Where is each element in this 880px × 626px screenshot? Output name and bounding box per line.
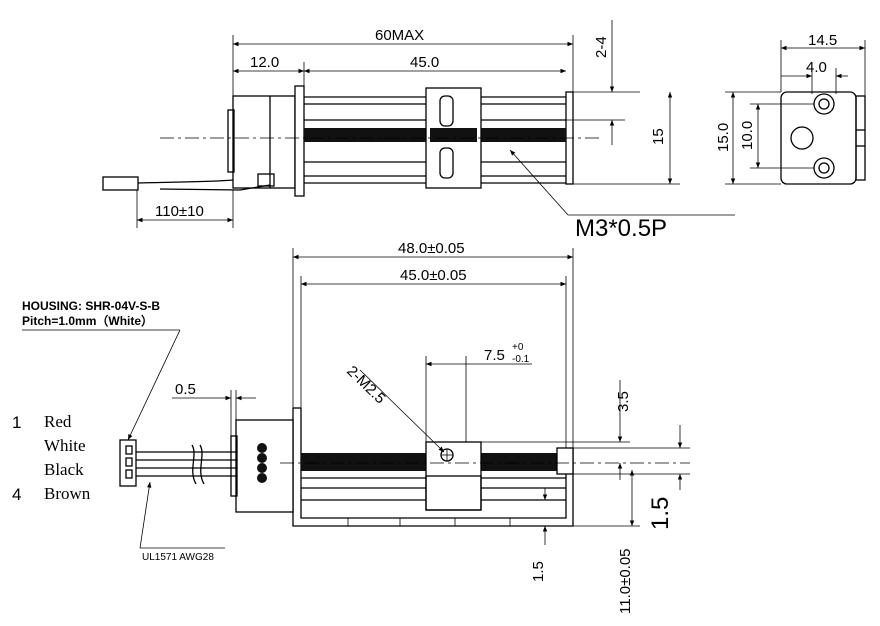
- dim-cable-length: 110±10: [155, 203, 204, 220]
- dim-frame-length: 48.0±0.05: [398, 240, 465, 257]
- dim-end-inner: 10.0: [739, 121, 756, 150]
- wire-brown: Brown: [44, 484, 91, 503]
- end-view: 14.5 4.0 15.0 10.0: [715, 32, 866, 185]
- tol-plus: +0: [512, 342, 524, 353]
- dim-overall-length: 60MAX: [375, 27, 424, 44]
- housing-note: HOUSING: SHR-04V-S-B: [22, 299, 160, 313]
- mount-plate-left: [294, 85, 305, 197]
- cable-spec: UL1571 AWG28: [142, 552, 214, 563]
- dim-bottom-a: 1.5: [530, 561, 547, 582]
- dim-gap: 0.5: [175, 381, 196, 398]
- thread-callout: M3*0.5P: [575, 215, 667, 242]
- top-view: 60MAX 12.0 45.0 2-4 15 110±10 M3*0.5P: [102, 20, 735, 242]
- end-body: [780, 91, 857, 185]
- pitch-note: Pitch=1.0mm（White）: [22, 313, 153, 328]
- dim-slider-width: 7.5: [484, 347, 505, 364]
- wire-white: White: [44, 436, 86, 455]
- front-view: 48.0±0.05 45.0±0.05 7.5 +0 -0.1 2-M2.5 0…: [119, 240, 690, 614]
- wire-red: Red: [44, 412, 72, 431]
- hole-callout: 2-M2.5: [343, 363, 388, 408]
- dim-right-b: 1.5: [647, 497, 674, 530]
- dim-end-outer: 15.0: [715, 123, 732, 152]
- wire-black: Black: [44, 460, 84, 479]
- dim-bottom-b: 11.0±0.05: [617, 548, 634, 614]
- dim-end-hole: 4.0: [806, 59, 827, 76]
- dim-offset: 2-4: [593, 36, 610, 58]
- dim-rail-length: 45.0±0.05: [400, 267, 467, 284]
- dim-right-a: 3.5: [615, 391, 632, 412]
- front-connector: [119, 439, 137, 487]
- connector-notes: HOUSING: SHR-04V-S-B Pitch=1.0mm（White） …: [12, 299, 225, 563]
- tol-minus: -0.1: [512, 354, 530, 365]
- pin-last: 4: [12, 485, 21, 504]
- cable-connector: [102, 176, 139, 191]
- dim-height: 15: [650, 128, 667, 145]
- dim-travel-length: 45.0: [410, 54, 439, 71]
- dim-end-width: 14.5: [808, 32, 837, 49]
- pin-first: 1: [12, 413, 21, 432]
- dim-motor-length: 12.0: [250, 54, 279, 71]
- motor-cap: [227, 109, 235, 173]
- motor-body: [232, 95, 296, 189]
